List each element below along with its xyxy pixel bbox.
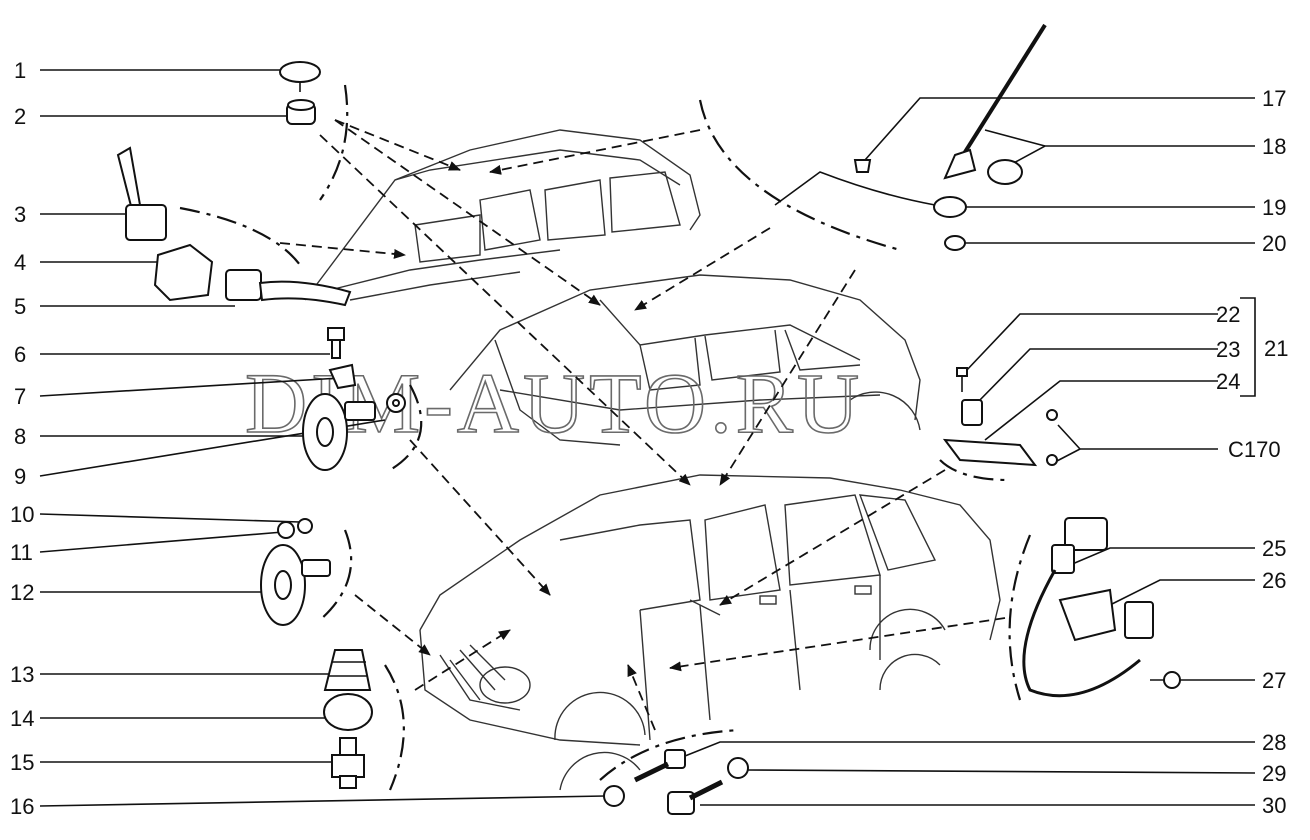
callout-28: 28 <box>1262 730 1286 755</box>
callout-11: 11 <box>10 540 33 565</box>
callout-26: 26 <box>1262 568 1286 593</box>
part-27-screw <box>1150 671 1181 689</box>
callout-6: 6 <box>14 342 26 367</box>
callout-29: 29 <box>1262 761 1286 786</box>
callout-18: 18 <box>1262 134 1286 159</box>
callout-25: 25 <box>1262 536 1286 561</box>
callout-8: 8 <box>14 424 26 449</box>
callout-15: 15 <box>10 750 34 775</box>
part-9-washer <box>386 393 406 413</box>
group-lines <box>179 84 1032 791</box>
part-20-nut <box>944 235 966 251</box>
part-10-washer <box>297 518 313 534</box>
pointer-arrows <box>279 119 1006 731</box>
part-26-bracket <box>1058 588 1154 642</box>
callout-30: 30 <box>1262 793 1286 818</box>
part-23-switch <box>961 399 983 426</box>
leader-lines <box>39 69 1256 807</box>
callout-10: 10 <box>10 502 34 527</box>
part-5-stalk-switch <box>225 269 352 307</box>
callout-14: 14 <box>10 706 34 731</box>
callout-1: 1 <box>14 58 26 83</box>
callout-4: 4 <box>14 250 26 275</box>
callout-16: 16 <box>10 794 34 819</box>
part-1-cap <box>279 61 321 92</box>
callout-22: 22 <box>1216 302 1240 327</box>
part-22-screw <box>956 367 968 392</box>
callout-labels: 1 2 3 4 5 6 7 8 9 10 11 12 13 14 15 16 1… <box>10 58 1288 819</box>
callout-12: 12 <box>10 580 34 605</box>
callout-23: 23 <box>1216 337 1240 362</box>
part-15-switch <box>331 737 365 789</box>
callout-7: 7 <box>14 384 26 409</box>
part-25-sensor <box>1022 517 1141 698</box>
part-14-cap <box>323 693 373 731</box>
part-24-bracket <box>942 438 1038 467</box>
part-8-horn <box>302 393 376 471</box>
car-hatchback-outline <box>419 474 1001 791</box>
part-c170-fasteners <box>1046 409 1058 466</box>
part-19-antenna-base <box>774 171 967 218</box>
part-28-sensor <box>633 749 686 783</box>
part-3-stalk-switch <box>116 146 167 241</box>
callout-2: 2 <box>14 104 26 129</box>
part-17-antenna-clip <box>853 159 872 173</box>
callout-19: 19 <box>1262 195 1286 220</box>
callout-27: 27 <box>1262 668 1286 693</box>
callout-17: 17 <box>1262 86 1286 111</box>
part-2-nut <box>286 99 316 125</box>
part-29-nut <box>727 757 749 779</box>
car-sedan-outline <box>449 274 921 446</box>
part-16-nut <box>603 785 625 807</box>
part-12-horn <box>260 544 331 626</box>
callout-24: 24 <box>1216 369 1240 394</box>
callout-13: 13 <box>10 662 34 687</box>
part-6-bolt <box>327 327 345 359</box>
part-18-antenna-mast <box>943 23 1047 185</box>
part-11-nut <box>277 521 295 539</box>
callout-9: 9 <box>14 464 26 489</box>
callout-20: 20 <box>1262 231 1286 256</box>
part-7-bracket <box>328 363 357 390</box>
callout-c170: C170 <box>1228 437 1281 462</box>
callout-5: 5 <box>14 294 26 319</box>
part-4-switch-housing <box>153 243 214 302</box>
callout-3: 3 <box>14 202 26 227</box>
car-wagon-outline <box>304 129 701 301</box>
callout-21: 21 <box>1264 336 1288 361</box>
part-30-sensor <box>667 779 724 815</box>
part-13-boot <box>323 649 372 691</box>
